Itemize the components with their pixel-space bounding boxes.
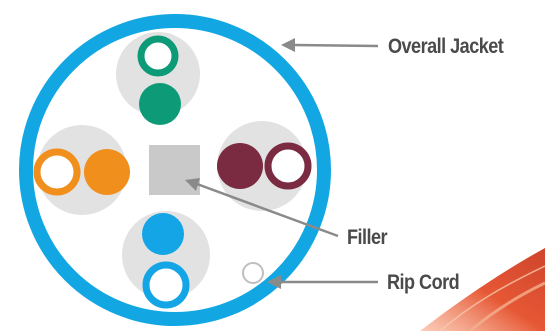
wire-left-orange-solid xyxy=(84,149,130,195)
label-filler: Filler xyxy=(347,226,388,249)
wire-right-brown-solid xyxy=(217,143,263,189)
rip-cord xyxy=(242,262,264,284)
arrowhead-icon xyxy=(267,275,281,289)
pair-bottom-blue xyxy=(142,213,190,309)
wire-top-green-striped xyxy=(137,35,179,77)
wire-right-brown-striped xyxy=(264,142,312,190)
filler-square xyxy=(149,145,200,195)
label-overall-jacket: Overall Jacket xyxy=(388,35,504,58)
pair-left-orange xyxy=(33,148,130,196)
wire-left-orange-striped xyxy=(33,148,81,196)
wire-bottom-blue-solid xyxy=(142,213,184,255)
arrowhead-icon xyxy=(281,38,295,52)
label-rip-cord: Rip Cord xyxy=(387,271,460,294)
leader-filler xyxy=(185,178,339,238)
wire-bottom-blue-striped xyxy=(142,261,190,309)
wire-top-green-solid xyxy=(139,83,181,125)
pair-top-green xyxy=(137,35,181,125)
leader-rip-cord xyxy=(267,275,378,289)
pair-right-brown xyxy=(217,142,312,190)
leader-overall-jacket xyxy=(281,38,379,52)
cable-streak-decoration xyxy=(420,248,545,331)
arrowhead-icon xyxy=(185,178,200,191)
